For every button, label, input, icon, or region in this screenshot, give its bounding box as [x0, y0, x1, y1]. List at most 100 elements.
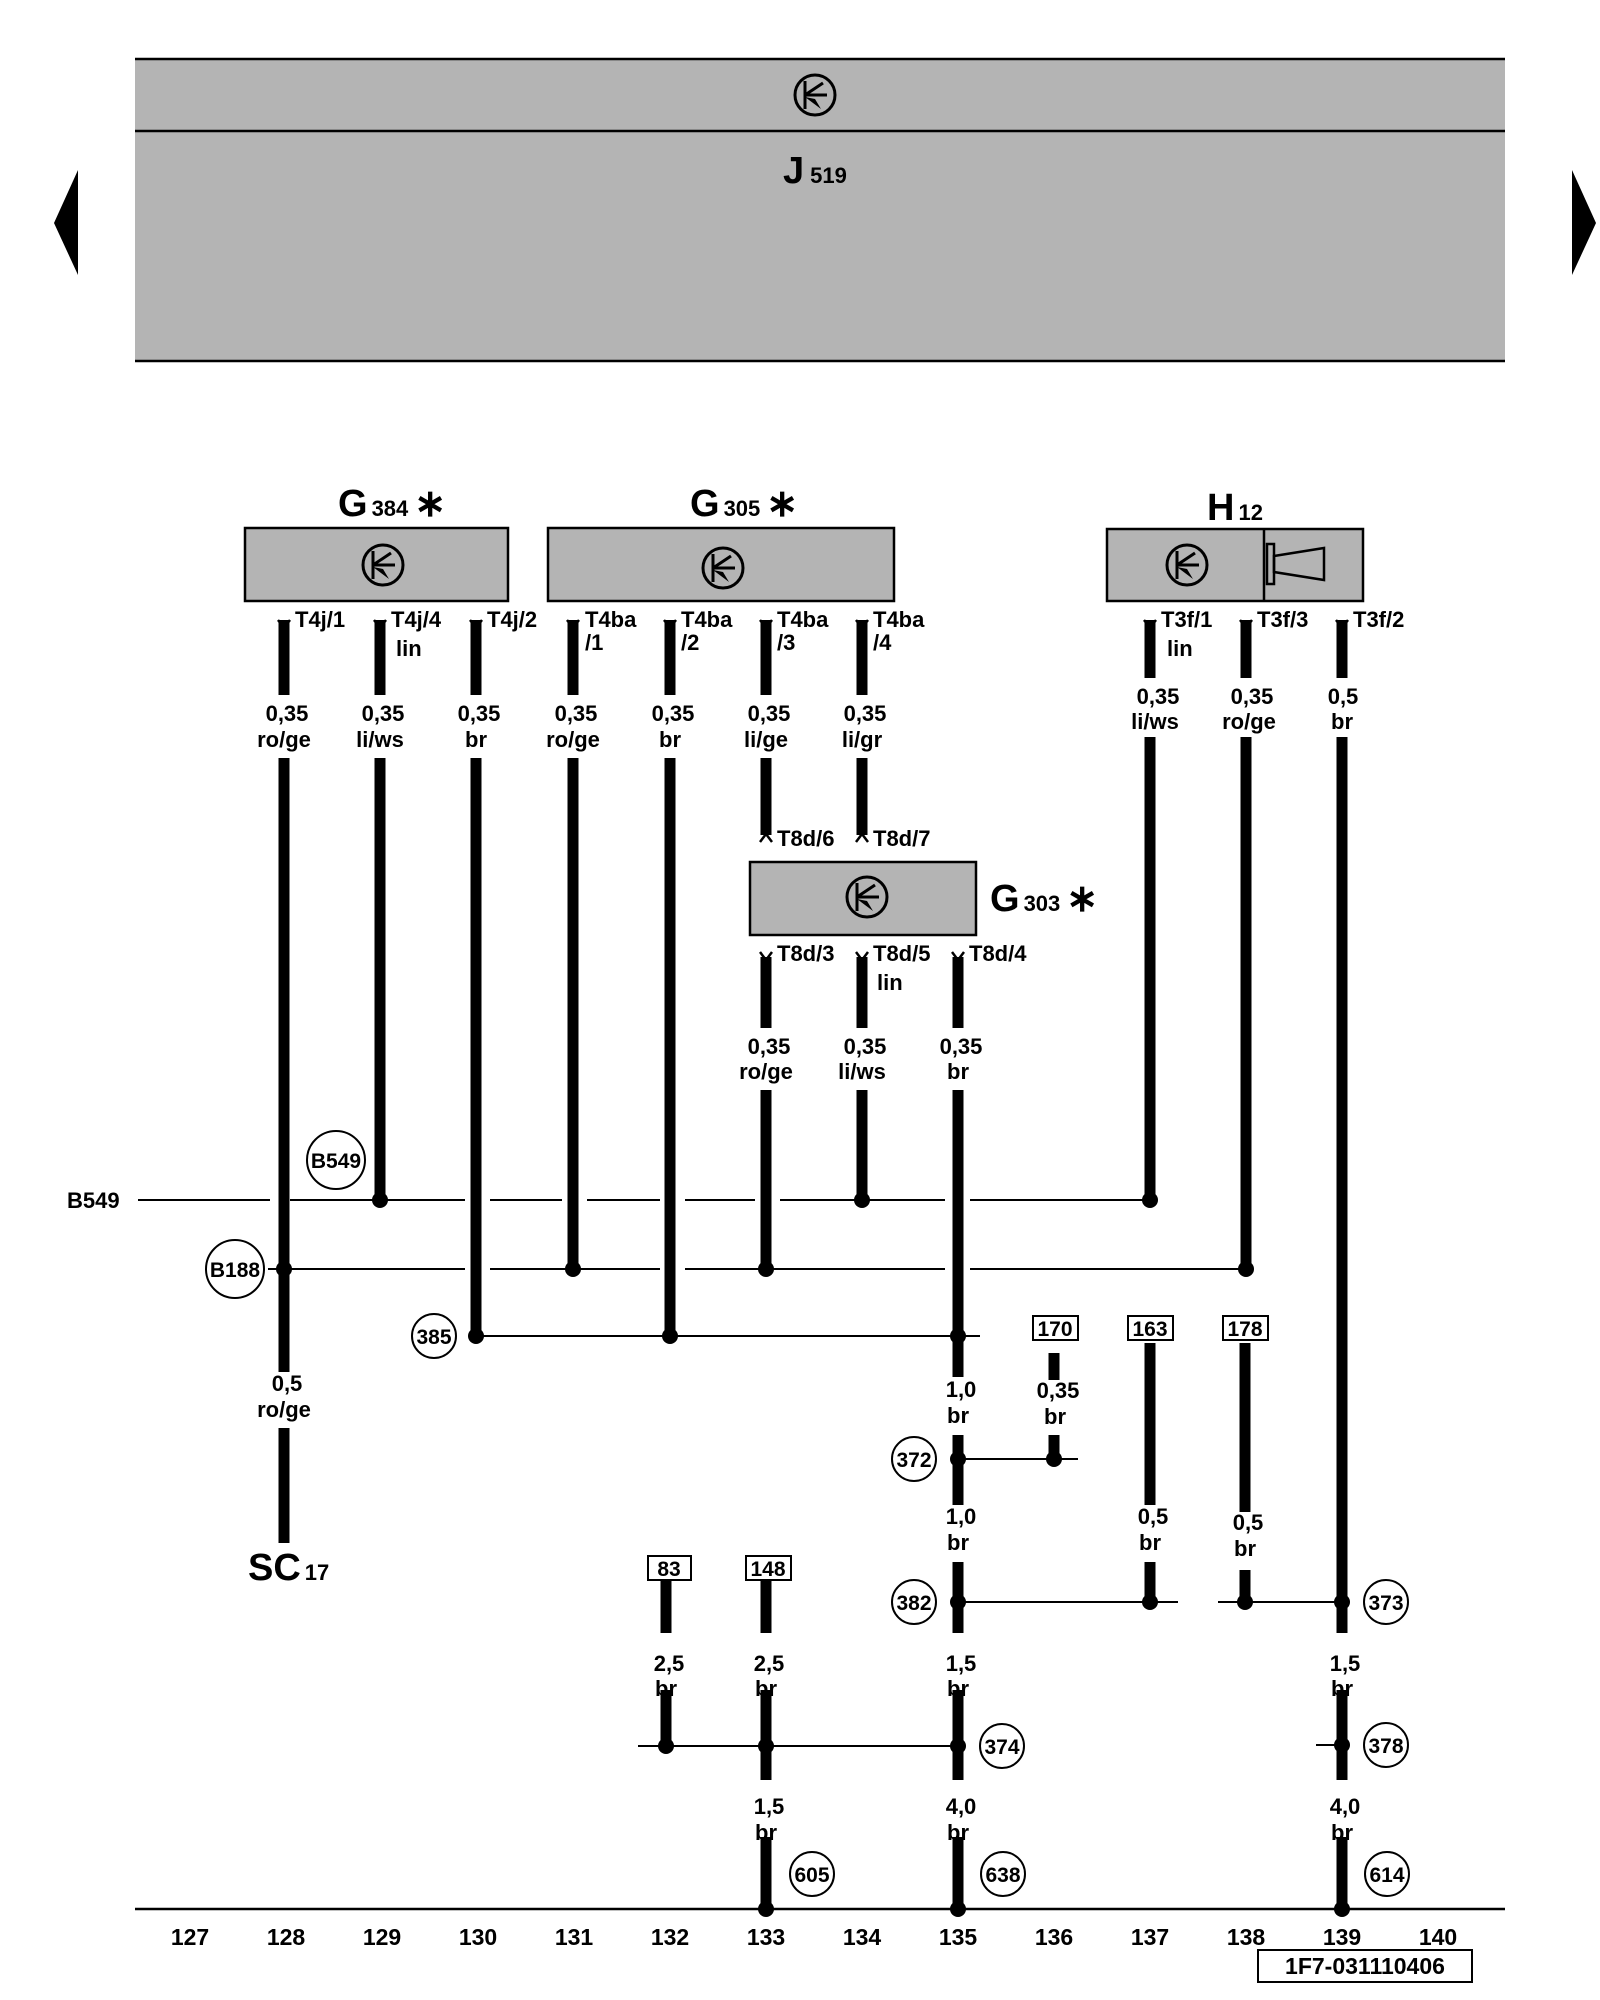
- wire-size: 4,0: [1330, 1794, 1361, 1819]
- pin-label: T3f/3: [1257, 607, 1308, 632]
- wire-size: 0,35: [844, 1034, 887, 1059]
- pin-label: T8d/4: [969, 941, 1027, 966]
- wire-size: 0,35: [458, 701, 501, 726]
- g303-sub: 303: [1024, 891, 1061, 916]
- column-number: 139: [1323, 1924, 1361, 1950]
- connection-number: 374: [984, 1736, 1019, 1759]
- reference-number: 178: [1227, 1318, 1262, 1341]
- connection-number: 372: [896, 1449, 931, 1472]
- g305-sub: 305: [724, 496, 761, 521]
- wire-color: br: [655, 1676, 677, 1701]
- wire-size: 1,5: [1330, 1651, 1361, 1676]
- wire-color: li/ws: [1131, 709, 1179, 734]
- reference-number: 170: [1037, 1318, 1072, 1341]
- pin-label: /1: [585, 630, 603, 655]
- h12-label: H: [1207, 487, 1234, 529]
- pin-label: T4ba: [585, 607, 637, 632]
- wire-size: 0,35: [555, 701, 598, 726]
- pin-label: lin: [396, 636, 422, 661]
- wire-size: 0,5: [272, 1371, 303, 1396]
- wire-size: 0,35: [266, 701, 309, 726]
- connection-number: 605: [794, 1864, 829, 1887]
- bus-label: B549: [67, 1188, 120, 1213]
- wire-color: br: [1331, 709, 1353, 734]
- pin-label: lin: [877, 970, 903, 995]
- wire-color: li/ge: [744, 727, 788, 752]
- connection-number: 614: [1369, 1864, 1404, 1887]
- connection-number: 385: [416, 1326, 451, 1349]
- pin-label: T4j/2: [487, 607, 537, 632]
- wire-color: br: [755, 1820, 777, 1845]
- wire-color: br: [947, 1403, 969, 1428]
- pin-label: T3f/1: [1161, 607, 1212, 632]
- reference-number: 83: [657, 1558, 680, 1581]
- wire-size: 1,0: [946, 1504, 977, 1529]
- wire-size: 0,35: [362, 701, 405, 726]
- wire-color: br: [1044, 1404, 1066, 1429]
- wire-size: 1,0: [946, 1377, 977, 1402]
- wire-size: 1,5: [946, 1651, 977, 1676]
- wire-color: br: [1331, 1676, 1353, 1701]
- column-number: 134: [843, 1924, 882, 1950]
- g384-mark: ∗: [414, 483, 446, 525]
- pin-label: T8d/5: [873, 941, 930, 966]
- wire-color: ro/ge: [1222, 709, 1276, 734]
- pin-label: T8d/6: [777, 826, 834, 851]
- pin-label: T8d/7: [873, 826, 930, 851]
- wire-color: br: [947, 1676, 969, 1701]
- reference-number: 163: [1132, 1318, 1167, 1341]
- pin-label: T3f/2: [1353, 607, 1404, 632]
- column-numbers: 127 128 129 130 131 132 133 134 135 136 …: [171, 1924, 1457, 1950]
- connection-bubbles: B549 B188 385 372 382 373 374 378 605 63…: [205, 1130, 1410, 1897]
- column-number: 130: [459, 1924, 497, 1950]
- wire-color: br: [1234, 1536, 1256, 1561]
- pin-label: T4ba: [681, 607, 733, 632]
- column-number: 132: [651, 1924, 689, 1950]
- connection-number: B549: [311, 1150, 361, 1173]
- pin-label: /4: [873, 630, 892, 655]
- wire-color: br: [465, 727, 487, 752]
- ground-sub: 17: [305, 1560, 329, 1585]
- pin-label: T4ba: [777, 607, 829, 632]
- wire-color: br: [947, 1530, 969, 1555]
- next-page-arrow-icon[interactable]: [1572, 170, 1596, 275]
- wire-color: li/ws: [356, 727, 404, 752]
- h12-sub: 12: [1238, 500, 1262, 525]
- g384-label: G: [338, 483, 368, 525]
- wire-size: 2,5: [654, 1651, 685, 1676]
- column-number: 133: [747, 1924, 785, 1950]
- svg-text:H12: H12: [1207, 487, 1263, 529]
- pin-labels: T4j/1 T4j/4 lin T4j/2 T4ba /1 T4ba /2 T4…: [295, 607, 1404, 995]
- pin-label: T8d/3: [777, 941, 834, 966]
- prev-page-arrow-icon[interactable]: [54, 170, 78, 275]
- wire-size: 0,35: [940, 1034, 983, 1059]
- wire-color: ro/ge: [739, 1059, 793, 1084]
- column-number: 140: [1419, 1924, 1457, 1950]
- wire-size: 0,35: [748, 1034, 791, 1059]
- connection-number: 638: [985, 1864, 1020, 1887]
- pin-label: T4ba: [873, 607, 925, 632]
- column-number: 137: [1131, 1924, 1169, 1950]
- column-number: 127: [171, 1924, 209, 1950]
- junction-dots: [276, 1192, 1350, 1917]
- wire-color: li/gr: [842, 727, 883, 752]
- wire-size: 0,35: [1037, 1378, 1080, 1403]
- g384-sub: 384: [372, 496, 409, 521]
- wire-size: 2,5: [754, 1651, 785, 1676]
- g305-label: G: [690, 483, 720, 525]
- wire-color: li/ws: [838, 1059, 886, 1084]
- wire-color: br: [659, 727, 681, 752]
- j519-label: J: [783, 150, 804, 192]
- wires: [278, 620, 1348, 1909]
- pin-label: /3: [777, 630, 795, 655]
- wire-labels: 0,35 ro/ge 0,35 li/ws 0,35 br 0,35 ro/ge…: [257, 684, 1360, 1845]
